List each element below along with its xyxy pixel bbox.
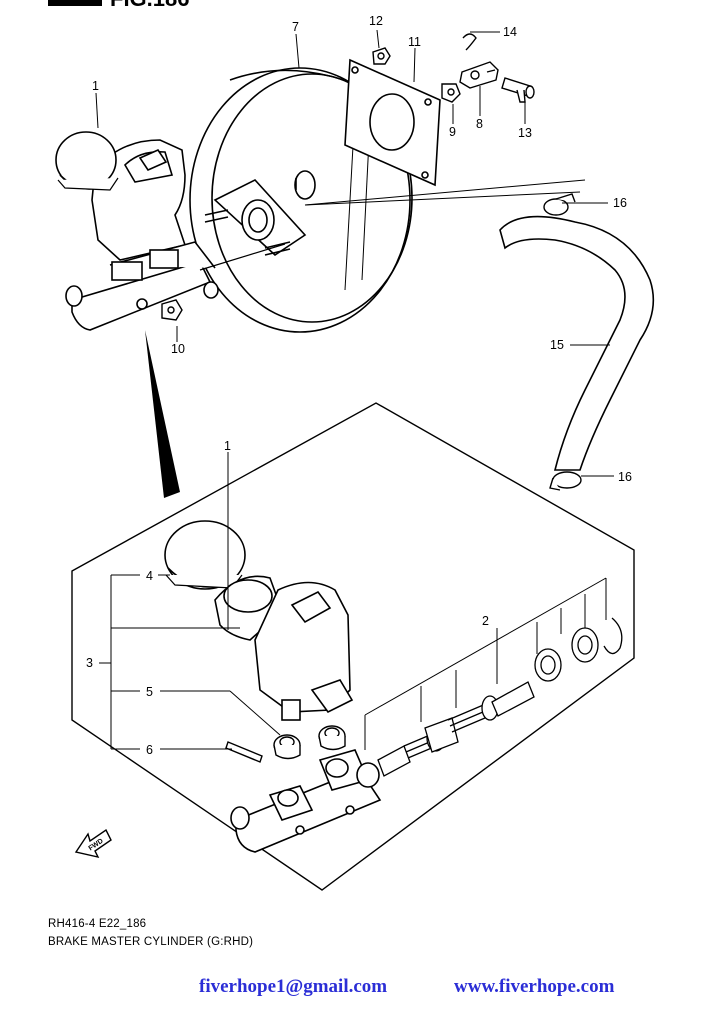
callout-lines [95, 29, 614, 750]
master-cylinder-top [55, 131, 286, 331]
reservoir [214, 575, 354, 721]
callout-5: 5 [146, 685, 153, 699]
callout-12: 12 [369, 14, 383, 28]
callout-10: 10 [171, 342, 185, 356]
callout-4: 4 [146, 569, 153, 583]
detail-pointer-arrow [145, 330, 180, 498]
callout-15: 15 [550, 338, 564, 352]
small-parts-upper [372, 33, 535, 103]
callout-7: 7 [292, 20, 299, 34]
callout-8: 8 [476, 117, 483, 131]
callout-numbers: 1 7 12 11 14 9 8 13 16 10 15 16 1 2 3 4 … [86, 14, 632, 757]
callout-9: 9 [449, 125, 456, 139]
footer-website[interactable]: www.fiverhope.com [454, 976, 615, 997]
callout-11: 11 [408, 35, 421, 49]
detail-box-outline [71, 402, 635, 891]
callout-1-top: 1 [92, 79, 99, 93]
diagram-name: BRAKE MASTER CYLINDER (G:RHD) [48, 936, 254, 948]
vacuum-hose [499, 215, 655, 471]
callout-13: 13 [518, 126, 532, 140]
callout-16-bottom: 16 [618, 470, 632, 484]
nut-10 [161, 299, 183, 321]
callout-1-box: 1 [224, 439, 231, 453]
fwd-arrow: FWD [74, 828, 112, 859]
callout-2: 2 [482, 614, 489, 628]
cylinder-body [230, 749, 382, 853]
gasket [344, 58, 441, 187]
callout-6: 6 [146, 743, 153, 757]
callout-16-top: 16 [613, 196, 627, 210]
footer-email[interactable]: fiverhope1@gmail.com [199, 976, 388, 997]
piston-assembly [377, 617, 623, 777]
figure-title: FIG.186 [110, 0, 189, 11]
diagram-code: RH416-4 E22_186 [48, 918, 147, 930]
reservoir-cap [164, 520, 246, 590]
callout-3: 3 [86, 656, 93, 670]
title-strike [48, 0, 102, 6]
callout-14: 14 [503, 25, 517, 39]
grommets [273, 725, 346, 760]
pin [225, 741, 263, 763]
